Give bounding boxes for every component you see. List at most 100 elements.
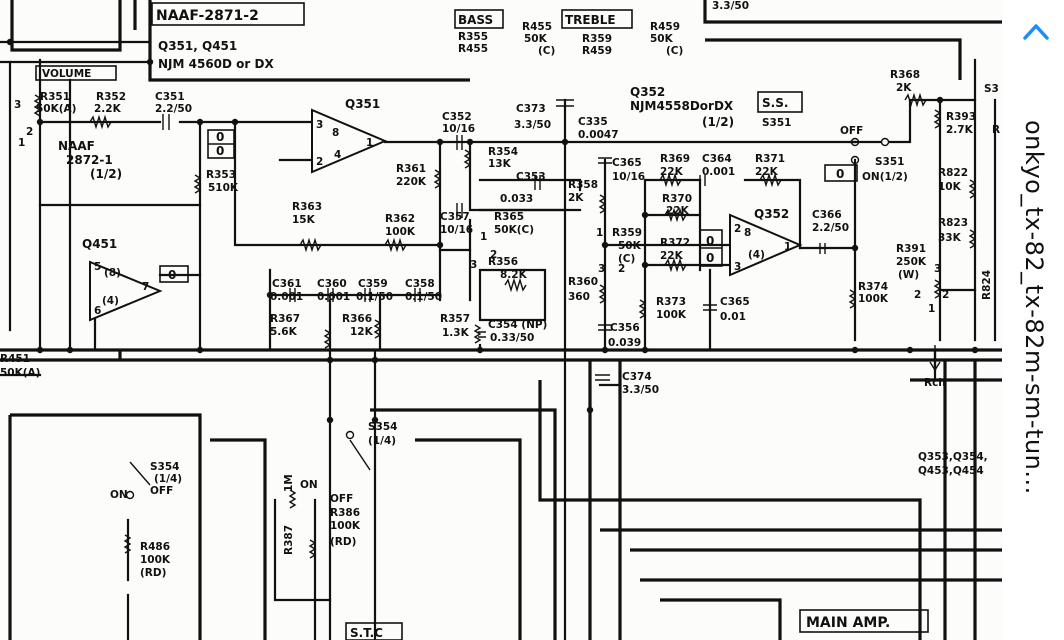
part-ref: R359 (612, 227, 642, 239)
block-volume (35, 65, 117, 81)
part-value: 2.2K (94, 103, 122, 115)
connector-box (159, 265, 189, 283)
part-value: ON(1/2) (862, 171, 908, 183)
part-value: 0.1/50 (405, 291, 442, 303)
box-label: 0 (706, 234, 714, 248)
resistor-r357 (473, 324, 482, 344)
pin-number: 1 (18, 137, 25, 149)
part-value: 0.1/50 (356, 291, 393, 303)
block-label: NAAF (58, 139, 95, 153)
capacitor-c353 (534, 175, 541, 190)
wire (798, 246, 857, 342)
ic-label: Q353,Q354, (918, 451, 988, 463)
part-ref: R368 (890, 69, 920, 81)
ic-label: Q352 (630, 85, 665, 99)
pin-number: 3 (14, 99, 21, 111)
part-value: 12K (350, 326, 374, 338)
collapse-button[interactable] (1016, 14, 1056, 50)
resistor-r823 (968, 229, 977, 249)
pin-number: 5 (94, 261, 101, 273)
part-value: 1M (283, 474, 295, 492)
part-value: 0.001 (317, 291, 350, 303)
part-value: 0.0047 (578, 129, 619, 141)
resistor-r358 (598, 194, 607, 214)
part-value: 2.7K (946, 124, 974, 136)
ic-label: (1/2) (702, 115, 734, 129)
part-value: (C) (618, 253, 635, 265)
capacitor-c364 (699, 175, 706, 186)
bus-lower (660, 598, 782, 640)
part-value: (W) (898, 269, 919, 281)
ic-label: Q451 (82, 237, 117, 251)
switch-contact (850, 137, 860, 147)
block-label: 2872-1 (66, 153, 113, 167)
ic-label: NJM 4560D or DX (158, 57, 274, 71)
part-ref: R358 (568, 179, 598, 191)
switch-arm (349, 439, 371, 471)
box-label: 0 (706, 251, 714, 265)
part-ref: R823 (938, 217, 968, 229)
ground-bus (0, 350, 1002, 362)
bus-frame (703, 0, 1002, 24)
file-name-text: onkyo_tx-82_tx-82m-sm-tun... (1020, 120, 1048, 495)
part-ref: R353 (206, 169, 236, 181)
part-ref: C353 (516, 171, 546, 183)
capacitor-c352 (456, 135, 463, 150)
capacitor-c366 (819, 243, 826, 254)
part-value: 0.039 (608, 337, 641, 349)
part-ref: C366 (812, 209, 842, 221)
part-ref: C359 (358, 278, 388, 290)
ic-label: Q351 (345, 97, 380, 111)
ic-label: Q351, Q451 (158, 39, 237, 53)
part-value: OFF (150, 485, 173, 497)
pin-number: (4) (748, 249, 765, 261)
part-ref: C352 (442, 111, 472, 123)
part-value: 100K (656, 309, 687, 321)
part-ref: C357 (440, 211, 470, 223)
part-value: 100K (385, 226, 416, 238)
part-value: (RD) (330, 536, 356, 548)
part-ref: R451 (0, 353, 30, 365)
block-label: TREBLE (565, 13, 616, 27)
part-ref: R386 (330, 507, 360, 519)
part-ref: R824 (981, 270, 993, 300)
part-ref: S354 (150, 461, 179, 473)
pin-number: 3 (470, 259, 477, 271)
resistor-r360 (598, 284, 607, 304)
part-ref: R363 (292, 201, 322, 213)
block-label: MAIN AMP. (806, 615, 890, 631)
part-value: 360 (568, 291, 590, 303)
block-main-amp (799, 609, 929, 633)
part-value: 10/16 (440, 224, 473, 236)
resistor-r822 (968, 179, 977, 199)
capacitor-c361 (289, 288, 296, 302)
chevron-up-icon[interactable] (1016, 14, 1056, 50)
switch-arm (129, 461, 151, 486)
resistor-r373 (638, 299, 647, 319)
part-value: 100K (858, 293, 889, 305)
part-ref: C360 (317, 278, 347, 290)
block-label: S.S. (762, 96, 788, 110)
resistor-r353 (193, 174, 202, 194)
resistor-r352 (89, 114, 112, 130)
part-ref: C351 (155, 91, 185, 103)
part-ref: R455 (522, 21, 552, 33)
connector-box (824, 164, 858, 182)
part-ref: R367 (270, 313, 300, 325)
part-ref: R365 (494, 211, 524, 223)
wire (478, 178, 582, 192)
part-ref: R369 (660, 153, 690, 165)
part-value: OFF (840, 125, 863, 137)
bus-lower (210, 438, 267, 640)
part-value: 510K (208, 182, 239, 194)
block-stc (345, 622, 403, 640)
part-ref: R366 (342, 313, 372, 325)
part-ref: C374 (622, 371, 652, 383)
bus-frame (148, 0, 470, 82)
part-value: 15K (292, 214, 316, 226)
part-value: ON (110, 489, 128, 501)
resistor-r363 (299, 237, 322, 253)
resistor-r367 (323, 329, 332, 349)
part-value: 50K(C) (494, 224, 534, 236)
